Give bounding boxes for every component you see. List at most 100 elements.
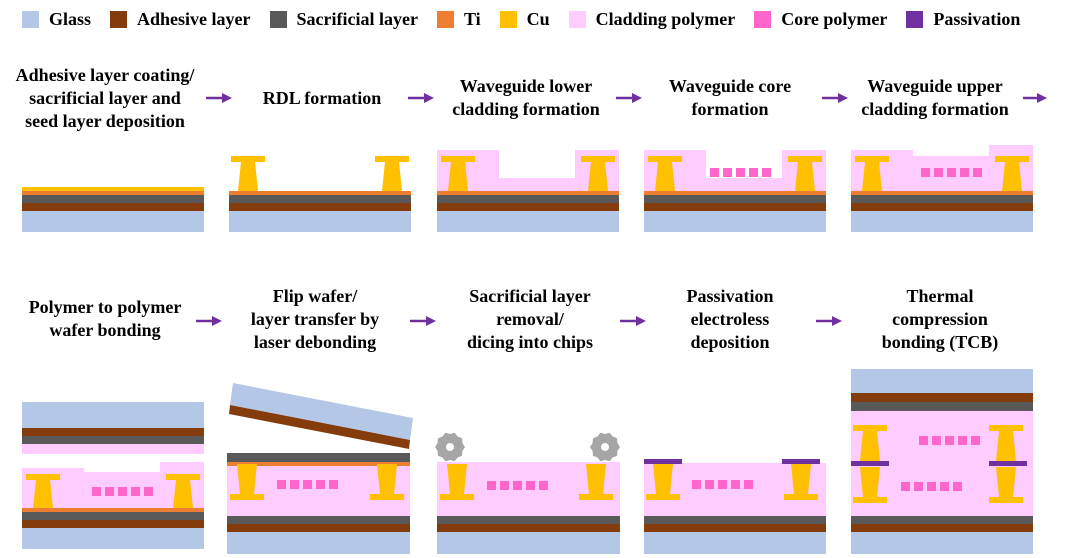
sacrificial-layer (229, 195, 411, 203)
arrow-step8-to-9-head (636, 316, 646, 326)
glass-substrate (22, 211, 204, 232)
cu-via-left (231, 156, 265, 191)
bottom-adhesive-layer (227, 524, 410, 532)
cu-via-right (788, 156, 822, 191)
glass-substrate (437, 211, 619, 232)
cu-via-right (370, 464, 404, 500)
legend-swatch-adhesive-layer (110, 10, 128, 28)
sacrificial-layer (851, 195, 1033, 203)
top-adhesive-layer (22, 428, 204, 436)
glass-substrate (644, 211, 826, 232)
arrow-step8-to-9 (620, 316, 646, 326)
diagram-step9 (644, 459, 826, 554)
legend: Glass Adhesive layer Sacrificial layer T… (22, 8, 1020, 30)
core-polymer (131, 487, 140, 496)
glass-substrate (851, 211, 1033, 232)
core-polymer (316, 480, 325, 489)
legend-item-glass: Glass (22, 9, 91, 30)
core-polymer (500, 481, 509, 490)
legend-item-cladding-polymer: Cladding polymer (568, 9, 735, 30)
adhesive-layer (229, 203, 411, 211)
step-label-adhesive-coating: Adhesive layer coating/sacrificial layer… (15, 65, 195, 131)
cu-via-left (441, 156, 475, 191)
core-polymer-upper (919, 436, 928, 445)
adhesive-layer (851, 203, 1033, 211)
sacrificial-layer (227, 453, 410, 462)
core-polymer-upper (958, 436, 967, 445)
diagram-step5 (851, 145, 1033, 232)
arrow-step3-to-4-head (632, 93, 642, 103)
sacrificial-layer (644, 516, 826, 524)
diagram-step8 (435, 432, 620, 554)
cu-via-upper-right (989, 425, 1023, 461)
arrow-step6-to-7-head (212, 316, 222, 326)
released-glass (230, 383, 413, 440)
arrow-step2-to-3-head (424, 93, 434, 103)
top-glass (851, 369, 1033, 393)
core-polymer-lower (927, 482, 936, 491)
core-polymer (710, 168, 719, 177)
ti-seed-layer (851, 191, 1033, 195)
core-polymer (921, 168, 930, 177)
legend-swatch-sacrificial-layer (269, 10, 287, 28)
passivation-right (989, 461, 1027, 466)
diagram-step3 (437, 150, 619, 232)
core-polymer-upper (932, 436, 941, 445)
core-polymer (513, 481, 522, 490)
diagram-step4 (644, 150, 826, 232)
legend-item-adhesive-layer: Adhesive layer (110, 8, 251, 30)
ti-seed-layer (22, 191, 204, 195)
sacrificial-layer (437, 195, 619, 203)
core-polymer (487, 481, 496, 490)
core-polymer (736, 168, 745, 177)
top-glass (22, 402, 204, 428)
core-polymer-lower (953, 482, 962, 491)
diagram-step7 (227, 383, 413, 554)
core-polymer (692, 480, 701, 489)
core-polymer-lower (901, 482, 910, 491)
diagram-step1 (22, 187, 204, 232)
ti-seed-layer (644, 191, 826, 195)
sacrificial-layer (851, 516, 1033, 524)
legend-item-ti: Ti (436, 9, 481, 30)
dicing-blade-right-icon (590, 432, 620, 462)
diagram-step6 (22, 402, 204, 549)
core-polymer (329, 480, 338, 489)
cu-via-left (646, 464, 680, 500)
glass-substrate (22, 528, 204, 549)
dicing-blade-left-icon-hub (446, 443, 454, 451)
core-polymer (526, 481, 535, 490)
core-polymer (105, 487, 114, 496)
arrow-step5-next (1023, 93, 1047, 103)
core-polymer (290, 480, 299, 489)
core-polymer (144, 487, 153, 496)
core-polymer (705, 480, 714, 489)
passivation-left (644, 459, 682, 464)
core-polymer (303, 480, 312, 489)
cu-via-left (855, 156, 889, 191)
core-polymer-upper (945, 436, 954, 445)
core-polymer (960, 168, 969, 177)
glass-substrate (229, 211, 411, 232)
cu-via-right (995, 156, 1029, 191)
cu-seed-layer (22, 187, 204, 191)
cu-via-left (26, 474, 60, 508)
cu-via-right (581, 156, 615, 191)
diagram-step2 (229, 156, 411, 232)
core-polymer (744, 480, 753, 489)
legend-item-sacrificial-layer: Sacrificial layer (269, 8, 418, 30)
legend-label-adhesive-layer: Adhesive layer (137, 8, 251, 29)
legend-label-sacrificial-layer: Sacrificial layer (296, 8, 418, 29)
core-polymer-lower (914, 482, 923, 491)
ti-seed-layer (22, 508, 204, 512)
sacrificial-layer (437, 516, 620, 524)
core-polymer (934, 168, 943, 177)
legend-item-passivation: Passivation (906, 9, 1020, 30)
cu-via-left (230, 464, 264, 500)
adhesive-layer (22, 203, 204, 211)
arrow-step9-to-10-head (832, 316, 842, 326)
